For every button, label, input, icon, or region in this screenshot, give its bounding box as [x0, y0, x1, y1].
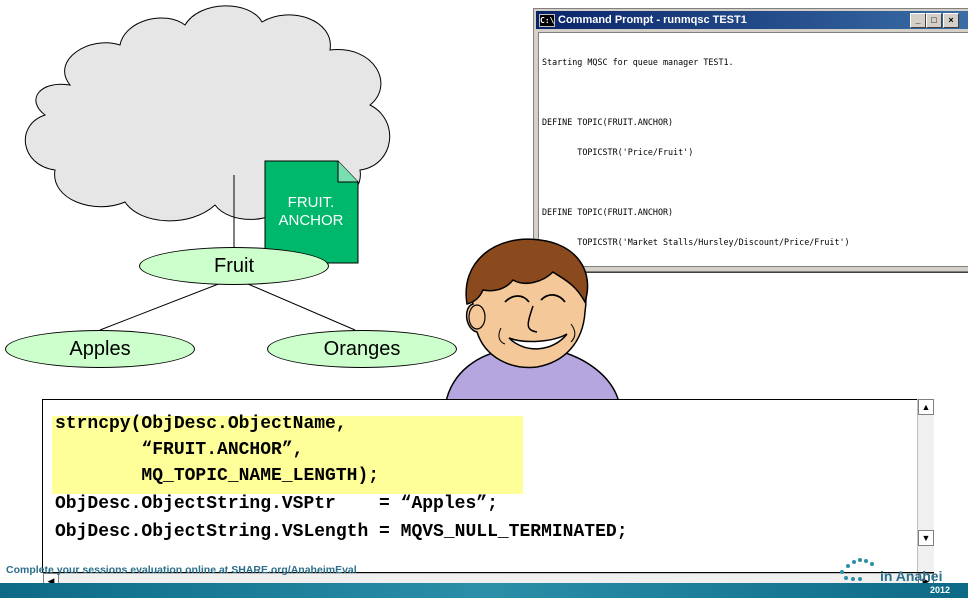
vertical-scrollbar[interactable]: ▲ ▼: [917, 399, 934, 572]
cartoon-person-illustration: [444, 238, 621, 408]
window-title: Command Prompt - runmqsc TEST1: [558, 14, 747, 26]
topic-object-doc-icon: [264, 160, 359, 264]
tree-connectors: [99, 220, 356, 331]
code-line: ObjDesc.ObjectString.VSLength = MQVS_NUL…: [55, 522, 628, 542]
console-output: Starting MQSC for queue manager TEST1. D…: [538, 32, 968, 267]
topic-node-apples: Apples: [5, 330, 195, 368]
topic-object-label-line1: FRUIT.: [287, 194, 335, 211]
console-line: TOPICSTR('Market Stalls/Hursley/Discount…: [542, 237, 850, 247]
console-line: DEFINE TOPIC(FRUIT.ANCHOR): [542, 117, 674, 127]
code-line: ObjDesc.ObjectString.VSPtr = “Apples”;: [55, 494, 498, 514]
code-line: strncpy(ObjDesc.ObjectName,: [55, 414, 347, 434]
code-line: “FRUIT.ANCHOR”,: [55, 440, 304, 460]
footer-brand: in Anahei: [880, 568, 943, 584]
code-panel[interactable]: strncpy(ObjDesc.ObjectName, “FRUIT.ANCHO…: [42, 399, 934, 589]
code-highlight: [52, 416, 523, 494]
console-line: DEFINE TOPIC(FRUIT.ANCHOR): [542, 207, 674, 217]
console-blank-line: [542, 87, 966, 97]
console-line: TOPICSTR('Price/Fruit'): [542, 147, 694, 157]
close-button[interactable]: ×: [943, 13, 959, 28]
topic-object-label-line2: ANCHOR: [278, 212, 344, 229]
command-prompt-window[interactable]: C:\ Command Prompt - runmqsc TEST1 _ □ ×…: [533, 8, 968, 272]
minimize-button[interactable]: _: [910, 13, 926, 28]
footer-year: 2012: [930, 585, 951, 595]
topic-node-fruit: Fruit: [139, 247, 329, 285]
scroll-up-arrow-icon[interactable]: ▲: [918, 399, 934, 415]
footer-bar: [0, 583, 968, 598]
code-line: MQ_TOPIC_NAME_LENGTH);: [55, 466, 380, 486]
console-line: Starting MQSC for queue manager TEST1.: [542, 57, 734, 67]
topic-node-apples-label: Apples: [69, 338, 131, 360]
window-titlebar[interactable]: C:\ Command Prompt - runmqsc TEST1 _ □ ×: [536, 11, 968, 29]
scroll-down-arrow-icon[interactable]: ▼: [918, 530, 934, 546]
console-app-icon: C:\: [539, 14, 555, 27]
topic-node-fruit-label: Fruit: [214, 255, 254, 277]
share-logo-dots-icon: [840, 558, 874, 581]
topic-object-label: FRUIT. ANCHOR: [264, 194, 358, 230]
topic-node-oranges-label: Oranges: [323, 338, 401, 360]
maximize-button[interactable]: □: [926, 13, 942, 28]
footer-eval-text: Complete your sessions evaluation online…: [6, 564, 357, 576]
console-blank-line: [542, 177, 966, 187]
topic-node-oranges: Oranges: [267, 330, 457, 368]
